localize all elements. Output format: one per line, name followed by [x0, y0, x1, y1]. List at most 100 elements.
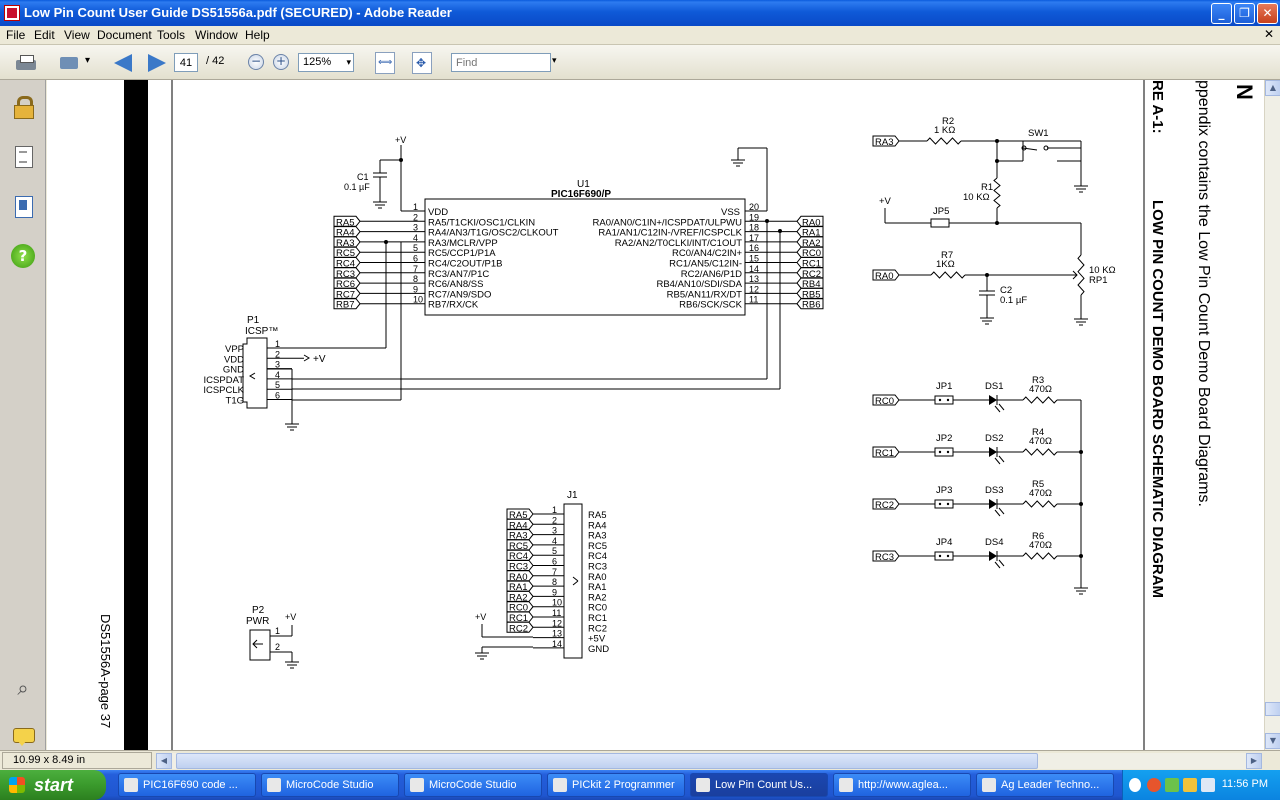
- u1-pin-number: 5: [413, 243, 418, 253]
- vertical-scrollbar[interactable]: ▲ ▼: [1264, 80, 1280, 750]
- led-jumper-body: [934, 447, 954, 457]
- u1-pin-number: 7: [413, 264, 418, 274]
- net-tag: [333, 257, 361, 268]
- maximize-button[interactable]: ❐: [1234, 3, 1255, 24]
- junction-dot: [1079, 502, 1083, 506]
- page-footer: DS51556A-page 37: [98, 614, 113, 729]
- taskbar-item-active[interactable]: Low Pin Count Us...: [690, 773, 828, 797]
- net-label: RC1: [509, 613, 528, 624]
- p1-pin-name: VPP: [225, 344, 244, 355]
- taskbar-item[interactable]: MicroCode Studio: [261, 773, 399, 797]
- scroll-left-icon[interactable]: ◀: [156, 753, 172, 769]
- zoom-out-icon[interactable]: −: [248, 54, 264, 70]
- j1-pin-number: 1: [552, 505, 557, 515]
- net-tag: [796, 236, 824, 248]
- j1-pin-number: 4: [552, 536, 557, 546]
- j1-pin-number: 13: [552, 629, 562, 639]
- taskbar-item[interactable]: PIC16F690 code ...: [118, 773, 256, 797]
- p2-pin: 1: [275, 626, 280, 636]
- u1-pin-name: RC2/AN6/P1D: [681, 269, 742, 280]
- taskbar-item[interactable]: MicroCode Studio: [404, 773, 542, 797]
- p1-pin-name: T1G: [226, 396, 244, 407]
- horizontal-scroll-thumb[interactable]: [176, 753, 1038, 769]
- find-input[interactable]: [451, 53, 551, 72]
- resistor-symbol: [1022, 500, 1058, 508]
- page-total: / 42: [206, 55, 225, 67]
- bookmarks-icon[interactable]: [11, 194, 35, 218]
- u1-vss: VSS: [721, 207, 740, 218]
- u1-pin-name: RB4/AN10/SDI/SDA: [656, 279, 742, 290]
- r7-ref: R7: [941, 250, 953, 261]
- start-button[interactable]: start: [0, 770, 106, 800]
- toolbar: [0, 45, 1280, 80]
- u1-pin-name: RB7/RX/CK: [428, 300, 479, 311]
- tray-chevron-icon[interactable]: [1129, 778, 1141, 792]
- menu-tools[interactable]: Tools: [157, 28, 186, 42]
- menu-file[interactable]: File: [6, 28, 26, 42]
- u1-pin-name: RA5/T1CKI/OSC1/CLKIN: [428, 217, 535, 228]
- net-label: RA4: [509, 520, 527, 531]
- taskbar-item[interactable]: PICkit 2 Programmer: [547, 773, 685, 797]
- u1-pin-number: 15: [749, 254, 759, 264]
- u1-pin-number: 1: [413, 202, 418, 212]
- zoom-select[interactable]: 125%▾: [298, 53, 354, 72]
- u1-pin-name: RA3/MCLR/VPP: [428, 238, 498, 249]
- rp1-ref: RP1: [1089, 275, 1107, 286]
- net-label: RA3: [336, 238, 354, 249]
- help-icon[interactable]: ?: [11, 244, 35, 268]
- window-titlebar[interactable]: Low Pin Count User Guide DS51556a.pdf (S…: [0, 0, 1280, 26]
- close-button[interactable]: ✕: [1257, 3, 1278, 24]
- net-tag: [796, 298, 824, 310]
- tray-network-icon[interactable]: [1165, 778, 1179, 792]
- find-options-chevron-icon[interactable]: ▾: [552, 56, 557, 66]
- tray-monitor-icon[interactable]: [1201, 778, 1215, 792]
- p1-pin-number: 2: [275, 349, 280, 359]
- menu-help[interactable]: Help: [245, 28, 270, 42]
- menu-edit[interactable]: Edit: [34, 28, 55, 42]
- attachment-icon[interactable]: ⌕: [17, 676, 29, 700]
- taskbar-item[interactable]: Ag Leader Techno...: [976, 773, 1114, 797]
- next-page-icon[interactable]: [148, 54, 166, 72]
- minimize-button[interactable]: _: [1211, 3, 1232, 24]
- fit-width-icon[interactable]: [375, 52, 395, 74]
- j1-pin-name: RC1: [588, 613, 607, 624]
- p2-arrow: [252, 639, 263, 649]
- r2-ref: R2: [942, 116, 954, 127]
- net-label: RB5: [802, 289, 820, 300]
- zoom-in-icon[interactable]: +: [273, 54, 289, 70]
- security-lock-icon[interactable]: [11, 94, 35, 119]
- menu-document[interactable]: Document: [97, 28, 152, 42]
- previous-page-icon[interactable]: [114, 54, 132, 72]
- fit-page-icon[interactable]: [412, 52, 432, 74]
- vertical-scroll-thumb[interactable]: [1265, 702, 1280, 716]
- page-number-input[interactable]: [174, 53, 198, 72]
- sw1-ref: SW1: [1028, 128, 1049, 139]
- net-label: RA4: [336, 228, 354, 239]
- menu-window[interactable]: Window: [195, 28, 238, 42]
- comments-icon[interactable]: [11, 724, 35, 748]
- sw1-contact: [1021, 145, 1027, 151]
- scroll-right-icon[interactable]: ▶: [1246, 753, 1262, 769]
- junction-dot: [995, 221, 999, 225]
- pages-icon[interactable]: [11, 144, 35, 168]
- scroll-down-icon[interactable]: ▼: [1265, 733, 1280, 749]
- page-edge-bar: [124, 80, 148, 750]
- tray-app-icon[interactable]: [1183, 778, 1197, 792]
- net-label: RC0: [802, 248, 821, 259]
- horizontal-scrollbar[interactable]: ◀ ▶: [156, 753, 1262, 769]
- print-icon[interactable]: [14, 52, 38, 74]
- menu-view[interactable]: View: [64, 28, 90, 42]
- document-close-icon[interactable]: ✕: [1263, 27, 1274, 41]
- tray-browser-icon[interactable]: [1147, 778, 1161, 792]
- led-resistor-ref: R4: [1032, 427, 1044, 438]
- rp1-value: 10 KΩ: [1089, 265, 1116, 276]
- scroll-up-icon[interactable]: ▲: [1265, 80, 1280, 96]
- chevron-down-icon[interactable]: ▾: [346, 57, 351, 67]
- net-label: RA2: [802, 238, 820, 249]
- collaborate-icon[interactable]: [58, 52, 94, 74]
- j1-arrow: [572, 576, 579, 586]
- u1-pin-number: 4: [413, 233, 418, 243]
- taskbar-item[interactable]: http://www.aglea...: [833, 773, 971, 797]
